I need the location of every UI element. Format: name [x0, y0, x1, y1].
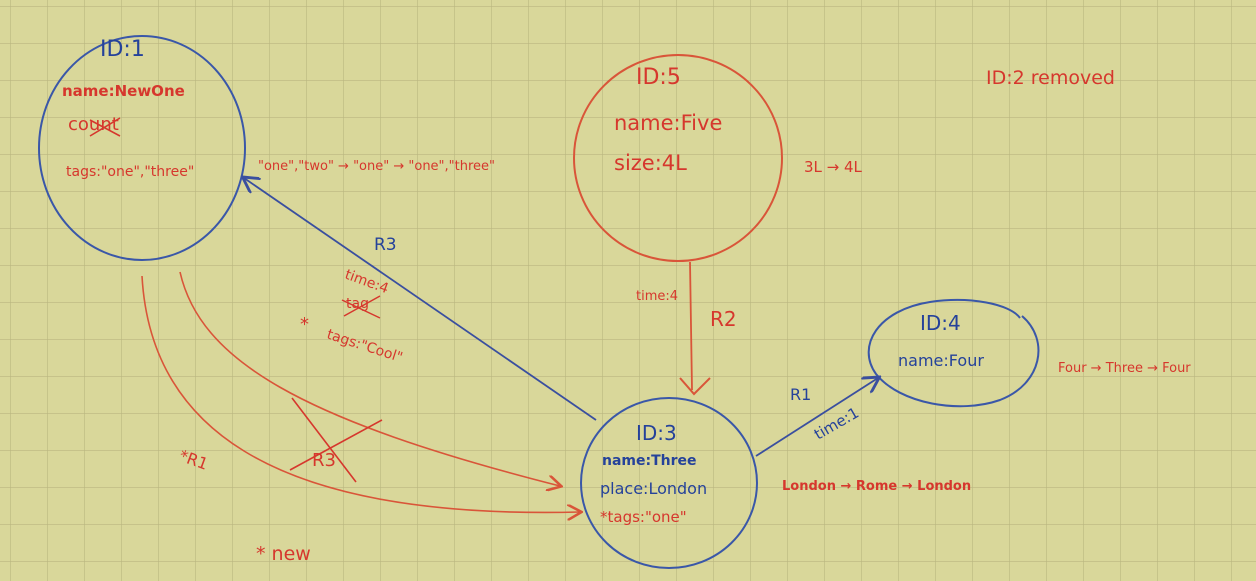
edge-r3: R3	[244, 178, 597, 421]
edge-r2-label: R2	[710, 307, 737, 331]
annotation-asterisk: *	[300, 314, 309, 335]
annotation-tag-struck: tag	[346, 296, 369, 312]
node-3-name: name:Three	[602, 453, 697, 469]
node-5: ID:5 name:Five size:4L	[573, 54, 783, 262]
annotation-tags-change: "one","two" → "one" → "one","three"	[258, 159, 495, 174]
edge-deleted-r3-label: R3	[312, 450, 336, 471]
node-3-tags: *tags:"one"	[600, 508, 687, 526]
node-5-id: ID:5	[636, 65, 681, 90]
node-1-tags: tags:"one","three"	[66, 164, 194, 180]
node-5-name: name:Five	[614, 111, 722, 135]
edge-deleted-r3-strike	[289, 397, 383, 483]
node-1-count: count	[68, 114, 119, 135]
edge-r1-line	[755, 378, 878, 457]
edge-r2-arrowhead	[679, 377, 711, 396]
edge-deleted-r3-curve	[179, 271, 560, 486]
node-3-circle	[580, 397, 758, 569]
node-1-id: ID:1	[100, 37, 145, 62]
node-1-count-strike	[89, 117, 121, 137]
node-5-size: size:4L	[614, 151, 687, 175]
annotation-size-change: 3L → 4L	[804, 158, 863, 176]
annotation-removed: ID:2 removed	[986, 67, 1115, 89]
node-4-id: ID:4	[920, 311, 961, 335]
node-3-id: ID:3	[636, 421, 677, 445]
edge-r1-label: R1	[790, 385, 811, 404]
node-1-name: name:NewOne	[62, 82, 185, 100]
annotation-name-change: Four → Three → Four	[1058, 361, 1191, 376]
node-4-circle	[867, 299, 1040, 408]
edge-new-r1-curve	[141, 275, 580, 512]
edge-r3-line	[244, 178, 597, 421]
annotation-new: * new	[256, 543, 311, 565]
annotation-tag-strike	[341, 295, 381, 319]
edge-r2-line	[689, 261, 693, 391]
node-3: ID:3 name:Three place:London *tags:"one"	[580, 397, 758, 569]
node-1: ID:1 name:NewOne count tags:"one","three…	[38, 35, 246, 261]
node-3-place: place:London	[600, 479, 707, 498]
edge-r2: time:4 R2	[636, 261, 737, 396]
edge-deleted-r3: R3	[179, 271, 560, 486]
node-4-name: name:Four	[898, 351, 984, 370]
node-1-circle	[38, 35, 246, 261]
node-5-circle	[573, 54, 783, 262]
edge-r3-label: R3	[374, 235, 397, 255]
edge-r2-prop: time:4	[636, 289, 678, 304]
annotation-place-change: London → Rome → London	[782, 479, 971, 494]
node-4: ID:4 name:Four	[867, 299, 1040, 408]
